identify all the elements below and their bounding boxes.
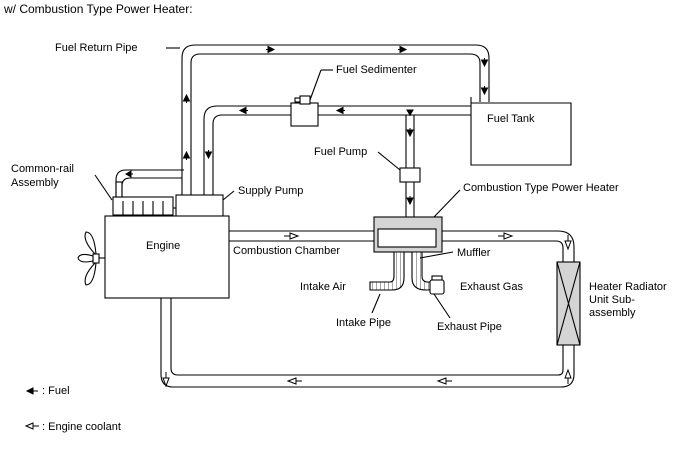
coolant-flow-arrow bbox=[286, 377, 302, 385]
fuel-flow-arrow bbox=[266, 45, 276, 54]
engine bbox=[104, 215, 230, 299]
legend-coolant-label: : Engine coolant bbox=[42, 421, 121, 433]
fuel-return-pipe bbox=[181, 44, 490, 212]
fuel-flow-arrow bbox=[398, 45, 408, 54]
fuel-pump-leader bbox=[377, 151, 401, 171]
fuel-flow-arrow bbox=[480, 86, 489, 96]
exhaust-gas-label: Exhaust Gas bbox=[460, 281, 523, 293]
fuel-flow-arrow bbox=[125, 170, 133, 178]
coolant-flow-arrow bbox=[162, 372, 170, 388]
coolant-flow-arrow bbox=[564, 235, 572, 251]
coolant-flow-arrow bbox=[284, 232, 300, 240]
muffler bbox=[431, 275, 443, 281]
intake-pipe bbox=[369, 251, 405, 291]
fuel-flow-arrow bbox=[406, 196, 414, 206]
common-rail-label-2: Assembly bbox=[11, 177, 59, 189]
fuel-supply-pipe bbox=[203, 105, 471, 195]
common-rail-pipe bbox=[115, 169, 184, 197]
fuel-flow-arrow bbox=[335, 106, 345, 115]
fuel-sedimenter-leader bbox=[309, 69, 322, 101]
combustion-heater-leader bbox=[433, 189, 461, 218]
legend-coolant-arrow bbox=[24, 422, 39, 430]
fuel-flow-arrow bbox=[406, 128, 414, 138]
fuel-flow-arrow bbox=[182, 150, 191, 160]
exhaust-pipe-label: Exhaust Pipe bbox=[437, 321, 502, 333]
fuel-pump-label: Fuel Pump bbox=[314, 146, 367, 158]
muffler-leader bbox=[419, 251, 454, 259]
heater-radiator-label-3: assembly bbox=[589, 307, 636, 319]
coolant-pipe bbox=[160, 230, 575, 388]
combustion-heater-label: Combustion Type Power Heater bbox=[463, 182, 619, 194]
exhaust-pipe-leader bbox=[433, 293, 451, 319]
fuel-tank bbox=[470, 97, 572, 166]
heater-radiator bbox=[556, 261, 581, 346]
supply-pump-leader bbox=[222, 190, 235, 201]
diagram-title: w/ Combustion Type Power Heater: bbox=[3, 2, 193, 16]
fuel-return-pipe-label: Fuel Return Pipe bbox=[55, 42, 138, 54]
heater-radiator-label-2: Unit Sub- bbox=[589, 294, 635, 306]
fuel-flow-arrow bbox=[480, 58, 489, 68]
fuel-flow-arrow bbox=[182, 93, 191, 103]
engine-fan bbox=[77, 231, 105, 286]
fuel-pump bbox=[399, 167, 421, 183]
heater-radiator-label-1: Heater Radiator bbox=[589, 281, 667, 293]
coolant-flow-arrow bbox=[436, 377, 452, 385]
common-rail-leader bbox=[94, 174, 113, 201]
fuel-flow-arrow bbox=[238, 106, 248, 115]
supply-pump-label: Supply Pump bbox=[238, 185, 303, 197]
intake-pipe-label: Intake Pipe bbox=[336, 317, 391, 329]
legend-fuel-arrow bbox=[25, 387, 38, 395]
fuel-sedimenter bbox=[290, 95, 319, 127]
engine-label: Engine bbox=[146, 240, 180, 252]
heater-fuel-pipe bbox=[405, 115, 415, 217]
intake-air-label: Intake Air bbox=[300, 281, 346, 293]
common-rail-label-1: Common-rail bbox=[11, 163, 74, 175]
muffler-label: Muffler bbox=[457, 247, 491, 259]
fuel-flow-arrow bbox=[406, 109, 414, 116]
combustion-chamber bbox=[377, 228, 437, 248]
fuel-flow-arrow bbox=[204, 150, 213, 160]
muffler bbox=[429, 279, 445, 295]
common-rail-pipe bbox=[121, 177, 182, 197]
legend-fuel-label: : Fuel bbox=[42, 385, 70, 397]
coolant-flow-arrow bbox=[498, 232, 514, 240]
coolant-flow-arrow bbox=[564, 368, 572, 384]
fuel-sedimenter-label: Fuel Sedimenter bbox=[336, 64, 417, 76]
combustion-chamber-label: Combustion Chamber bbox=[233, 245, 340, 257]
common-rail-assembly bbox=[112, 181, 174, 216]
intake-pipe-leader bbox=[371, 293, 381, 314]
fuel-tank-label: Fuel Tank bbox=[487, 113, 535, 125]
